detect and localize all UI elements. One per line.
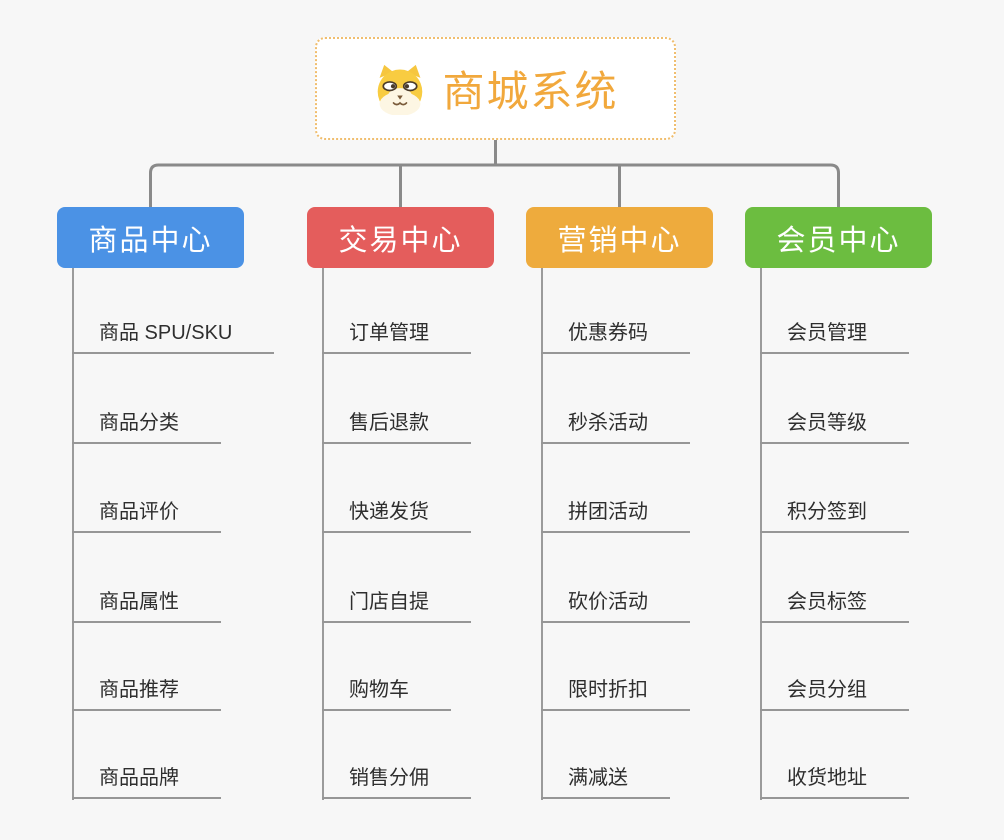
leaf-node[interactable]: 收货地址 [760,751,909,799]
branch-label: 交易中心 [338,224,463,257]
branch-label: 会员中心 [776,224,901,257]
leaf-node[interactable]: 商品评价 [72,485,221,533]
branch-label: 商品中心 [88,224,213,257]
branch-spine-line [760,268,762,800]
leaf-node[interactable]: 商品推荐 [72,663,221,711]
leaf-node[interactable]: 订单管理 [322,306,471,354]
branch-spine-line [72,268,74,800]
leaf-node[interactable]: 优惠券码 [541,306,690,354]
branch-product-center[interactable]: 商品中心 [57,207,244,268]
leaf-node[interactable]: 会员管理 [760,306,909,354]
leaf-node[interactable]: 门店自提 [322,575,471,623]
leaf-node[interactable]: 购物车 [322,663,451,711]
leaf-node[interactable]: 会员标签 [760,575,909,623]
leaf-node[interactable]: 售后退款 [322,396,471,444]
leaf-node[interactable]: 会员等级 [760,396,909,444]
leaf-node[interactable]: 商品 SPU/SKU [72,306,275,354]
dog-face-icon [378,64,423,115]
root-node[interactable]: 商城系统 [315,37,676,140]
leaf-node[interactable]: 拼团活动 [541,485,690,533]
branch-label: 营销中心 [557,224,682,257]
leaf-node[interactable]: 积分签到 [760,485,909,533]
root-title: 商城系统 [442,68,619,115]
leaf-node[interactable]: 销售分佣 [322,751,471,799]
branch-marketing-center[interactable]: 营销中心 [526,207,713,268]
leaf-node[interactable]: 满减送 [541,751,670,799]
leaf-node[interactable]: 会员分组 [760,663,909,711]
leaf-node[interactable]: 商品属性 [72,575,221,623]
leaf-node[interactable]: 秒杀活动 [541,396,690,444]
leaf-node[interactable]: 商品品牌 [72,751,221,799]
branch-member-center[interactable]: 会员中心 [745,207,932,268]
leaf-node[interactable]: 快递发货 [322,485,471,533]
leaf-node[interactable]: 砍价活动 [541,575,690,623]
branch-trade-center[interactable]: 交易中心 [307,207,494,268]
branch-spine-line [322,268,324,800]
leaf-node[interactable]: 商品分类 [72,396,221,444]
leaf-node[interactable]: 限时折扣 [541,663,690,711]
branch-spine-line [541,268,543,800]
